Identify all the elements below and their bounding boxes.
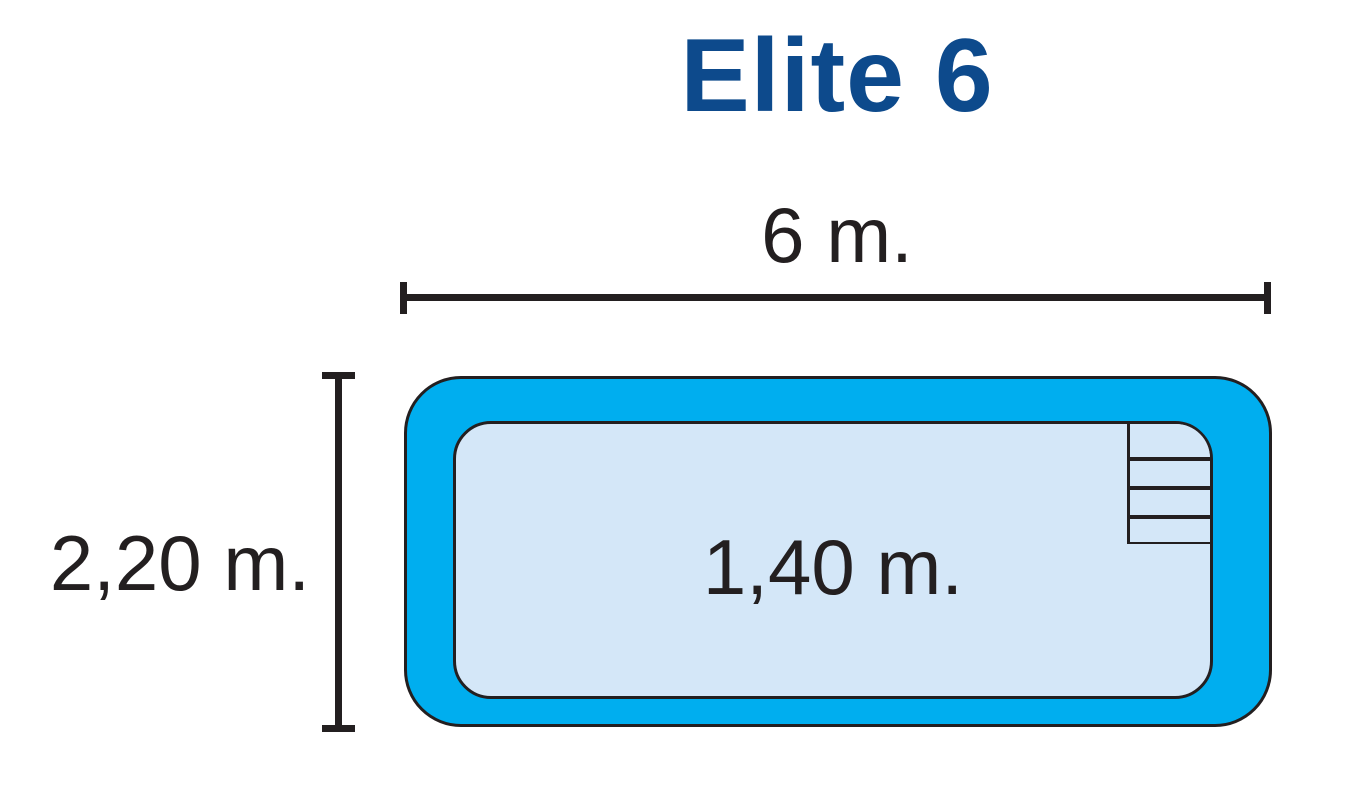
pool-model-title: Elite 6 <box>680 18 994 134</box>
height-dimension-tick-bottom <box>322 725 355 732</box>
width-dimension-tick-left <box>400 282 407 314</box>
width-dimension-tick-right <box>1264 282 1271 314</box>
height-dimension-tick-top <box>322 372 355 379</box>
width-dimension-line <box>403 294 1271 301</box>
pool-water-area: 1,40 m. <box>453 421 1213 699</box>
pool-steps <box>1127 424 1210 544</box>
pool-outer-shell: 1,40 m. <box>404 376 1272 727</box>
depth-label: 1,40 m. <box>702 523 964 611</box>
height-dimension-line <box>335 375 342 732</box>
step-divider-line <box>1130 486 1210 490</box>
step-divider-line <box>1130 457 1210 461</box>
width-dimension-label: 6 m. <box>761 191 913 279</box>
step-divider-line <box>1130 515 1210 519</box>
height-dimension-label: 2,20 m. <box>49 519 310 607</box>
